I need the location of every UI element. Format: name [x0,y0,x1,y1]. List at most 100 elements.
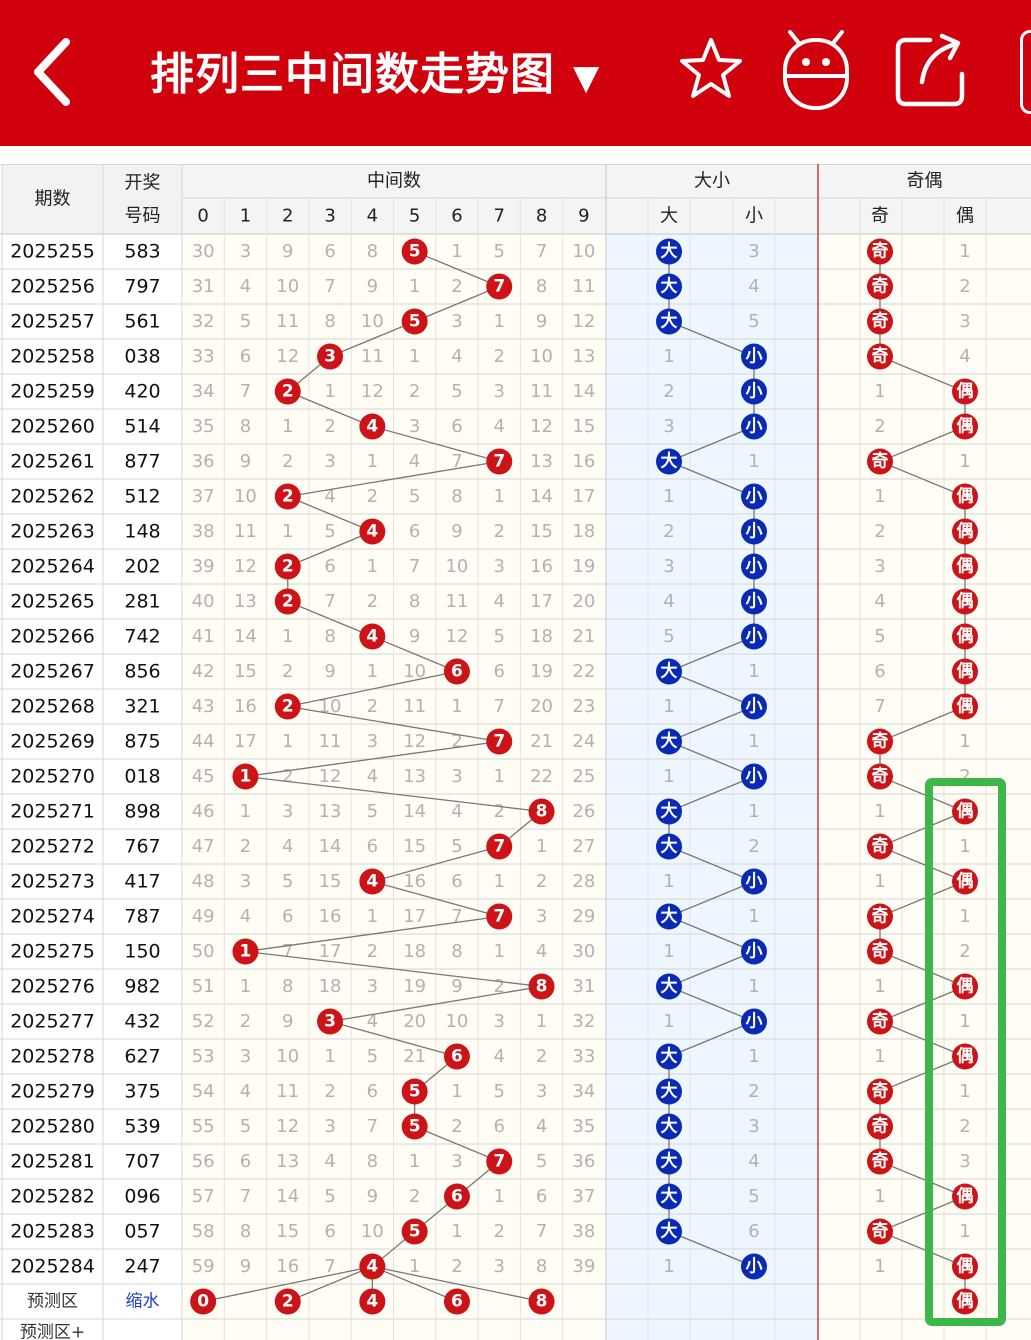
size-ball-circle [656,973,682,1000]
header-mid-digit: 1 [240,206,251,227]
period-cell: 2025282 [10,1186,95,1208]
back-chevron-icon[interactable] [26,34,86,110]
parity-ball: 奇 [867,448,893,475]
parity-ball-label: 偶 [957,696,974,717]
mid-ball: 3 [317,1008,344,1035]
predict-link[interactable]: 缩水 [126,1292,160,1312]
mid-ball-label: 7 [493,1152,505,1172]
parity-ball-circle [867,273,893,300]
mid-miss-cell: 14 [319,836,342,857]
predict-mid-ball-label: 6 [451,1292,463,1312]
period-cell: 2025266 [10,626,95,648]
size-trend-line [668,845,755,883]
size-ball-label: 小 [746,942,763,962]
size-ball-label: 大 [661,731,678,752]
size-miss-cell: 1 [663,1256,674,1277]
parity-ball-label: 奇 [872,941,889,962]
size-ball-label: 大 [661,661,678,682]
mid-miss-cell: 1 [367,556,378,577]
mid-miss-cell: 12 [319,766,342,787]
parity-miss-cell: 1 [874,1046,885,1067]
size-ball: 大 [656,658,682,685]
mid-ball: 8 [528,798,555,825]
predict-parity-ball: 偶 [952,1288,978,1315]
mid-miss-cell: 8 [367,241,378,262]
mid-ball-label: 4 [366,417,378,437]
mid-miss-cell: 7 [367,1116,378,1137]
mid-miss-cell: 36 [192,451,215,472]
parity-ball: 偶 [952,483,978,510]
mid-ball-label: 7 [493,837,505,857]
more-button-edge[interactable] [1020,30,1031,114]
mid-miss-cell: 57 [192,1186,215,1207]
size-miss-cell: 1 [663,346,674,367]
size-ball: 小 [741,1253,767,1280]
parity-trend-line [879,1020,966,1058]
mid-miss-cell: 6 [240,346,251,367]
parity-ball-circle [952,588,978,615]
mid-miss-cell: 3 [367,731,378,752]
mid-miss-cell: 16 [403,871,426,892]
mid-miss-cell: 8 [536,1256,547,1277]
period-cell: 2025255 [10,241,95,263]
mid-miss-cell: 58 [192,1221,215,1242]
mid-ball-label: 6 [451,1047,463,1067]
mid-miss-cell: 1 [282,416,293,437]
parity-ball-circle [952,693,978,720]
parity-ball: 偶 [952,588,978,615]
size-ball-label: 大 [661,801,678,822]
size-ball-label: 小 [746,1257,763,1277]
mid-ball-label: 5 [409,312,421,332]
draw-cell: 420 [124,381,160,403]
size-ball-label: 大 [661,1046,678,1067]
parity-ball-circle [952,1253,978,1280]
mid-ball-circle [401,238,428,265]
page-title[interactable]: 排列三中间数走势图▼ [150,40,600,110]
period-cell: 2025270 [10,766,95,788]
mid-miss-cell: 8 [240,1221,251,1242]
mid-miss-cell: 10 [276,276,299,297]
draw-cell: 539 [124,1116,160,1138]
size-ball: 大 [656,1148,682,1175]
header-size-label: 小 [745,206,763,227]
share-icon[interactable] [892,30,968,110]
mid-miss-cell: 3 [240,1046,251,1067]
parity-trend-line [879,810,966,848]
mid-miss-cell: 8 [324,311,335,332]
size-miss-cell: 1 [663,871,674,892]
mid-ball: 5 [401,1218,428,1245]
parity-trend-line [879,460,966,498]
mid-miss-cell: 15 [276,1221,299,1242]
period-cell: 2025256 [10,276,95,298]
star-icon[interactable] [676,30,746,106]
mid-miss-cell: 9 [240,451,251,472]
robot-icon[interactable] [780,30,852,112]
mid-miss-cell: 4 [494,591,505,612]
mid-miss-cell: 2 [324,416,335,437]
mid-miss-cell: 10 [361,1221,384,1242]
mid-miss-cell: 10 [234,486,257,507]
mid-miss-cell: 2 [324,1081,335,1102]
mid-miss-cell: 2 [367,486,378,507]
parity-ball-circle [952,623,978,650]
trend-lines [203,250,966,1303]
mid-miss-cell: 10 [403,661,426,682]
draw-cell: 038 [124,346,160,368]
parity-trend-line [879,845,966,883]
size-miss-cell: 5 [748,311,759,332]
mid-miss-cell: 13 [276,1151,299,1172]
mid-ball: 2 [274,378,301,405]
mid-miss-cell: 4 [494,1046,505,1067]
mid-miss-cell: 3 [536,1081,547,1102]
size-ball: 小 [741,1008,767,1035]
mid-miss-cell: 12 [276,1116,299,1137]
mid-miss-cell: 37 [572,1186,595,1207]
draw-cell: 057 [124,1221,160,1243]
size-trend-line [668,1230,755,1268]
mid-miss-cell: 50 [192,941,215,962]
mid-ball: 5 [401,1113,428,1140]
parity-ball: 偶 [952,623,978,650]
mid-miss-cell: 46 [192,801,215,822]
mid-miss-cell: 5 [240,311,251,332]
parity-ball: 偶 [952,868,978,895]
